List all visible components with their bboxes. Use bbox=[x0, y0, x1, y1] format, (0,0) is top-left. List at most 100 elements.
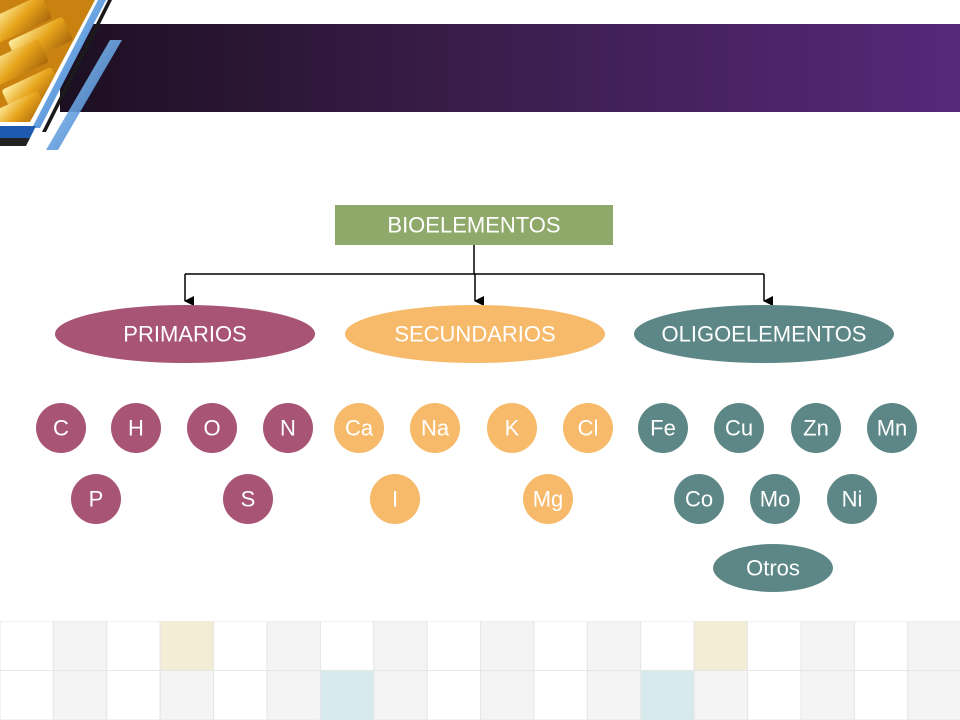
element-label: C bbox=[53, 416, 69, 441]
grid-tile bbox=[533, 670, 588, 720]
element-circle bbox=[487, 403, 537, 453]
element-label: Ni bbox=[842, 487, 863, 512]
element-circle bbox=[674, 474, 724, 524]
element-node-co: Co bbox=[674, 474, 724, 524]
element-circle bbox=[187, 403, 237, 453]
grid-tile bbox=[426, 621, 482, 671]
category-label: SECUNDARIOS bbox=[394, 322, 555, 347]
element-circle bbox=[638, 403, 688, 453]
grid-tile bbox=[693, 621, 749, 671]
element-label: Mo bbox=[760, 487, 791, 512]
element-node-cl: Cl bbox=[563, 403, 613, 453]
grid-tile bbox=[213, 670, 268, 720]
element-label: I bbox=[392, 487, 398, 512]
element-node-n: N bbox=[263, 403, 313, 453]
element-label: O bbox=[203, 416, 220, 441]
grid-tile bbox=[266, 621, 321, 671]
element-label: P bbox=[89, 487, 104, 512]
element-label: K bbox=[505, 416, 520, 441]
grid-tile bbox=[480, 670, 535, 720]
element-label: Na bbox=[421, 416, 450, 441]
element-label: Zn bbox=[803, 416, 829, 441]
category-label: PRIMARIOS bbox=[123, 322, 246, 347]
grid-tile bbox=[800, 670, 855, 720]
grid-tile bbox=[106, 670, 161, 720]
grid-tile bbox=[373, 670, 428, 720]
connector-lines bbox=[184, 245, 773, 306]
element-circle bbox=[223, 474, 273, 524]
grid-tile bbox=[853, 670, 909, 720]
grid-tile bbox=[0, 621, 54, 671]
element-label: Mn bbox=[877, 416, 908, 441]
grid-tile bbox=[907, 670, 960, 720]
element-node-mg: Mg bbox=[523, 474, 573, 524]
grid-tile bbox=[159, 621, 215, 671]
element-node-c: C bbox=[36, 403, 86, 453]
element-circle bbox=[263, 403, 313, 453]
grid-tile bbox=[747, 621, 802, 671]
grid-tile bbox=[693, 670, 749, 720]
grid-tile bbox=[480, 621, 535, 671]
element-label: Fe bbox=[650, 416, 676, 441]
element-label: N bbox=[280, 416, 296, 441]
element-label: H bbox=[128, 416, 144, 441]
category-ellipse bbox=[345, 305, 605, 363]
grid-tile bbox=[319, 670, 375, 720]
category-ellipse bbox=[634, 305, 894, 363]
decorative-tile-grid bbox=[0, 621, 960, 720]
element-circle bbox=[714, 403, 764, 453]
element-circle bbox=[111, 403, 161, 453]
grid-tile bbox=[319, 621, 375, 671]
element-node-cu: Cu bbox=[714, 403, 764, 453]
grid-tile bbox=[640, 670, 695, 720]
category-ellipse bbox=[55, 305, 315, 363]
grid-tile bbox=[52, 621, 108, 671]
element-node-zn: Zn bbox=[791, 403, 841, 453]
element-circle bbox=[867, 403, 917, 453]
category-node-2: SECUNDARIOS bbox=[345, 305, 605, 363]
grid-tile bbox=[426, 670, 482, 720]
element-circle bbox=[36, 403, 86, 453]
element-node-na: Na bbox=[410, 403, 460, 453]
element-node-k: K bbox=[487, 403, 537, 453]
element-label: S bbox=[241, 487, 256, 512]
root-node-box bbox=[335, 205, 613, 245]
grid-tile bbox=[586, 670, 642, 720]
element-label: Co bbox=[685, 487, 713, 512]
category-node-3: OLIGOELEMENTOS bbox=[634, 305, 894, 363]
element-node-o: O bbox=[187, 403, 237, 453]
root-node-label: BIOELEMENTOS bbox=[387, 213, 560, 238]
element-label: Otros bbox=[746, 556, 800, 581]
grid-tile bbox=[213, 621, 268, 671]
element-label: Ca bbox=[345, 416, 374, 441]
grid-tile bbox=[373, 621, 428, 671]
element-circle bbox=[370, 474, 420, 524]
element-node-ni: Ni bbox=[827, 474, 877, 524]
header-bar bbox=[60, 24, 960, 112]
element-node-ca: Ca bbox=[334, 403, 384, 453]
grid-tile bbox=[800, 621, 855, 671]
element-label: Mg bbox=[533, 487, 564, 512]
element-node-otros: Otros bbox=[713, 544, 833, 592]
bioelements-diagram: BIOELEMENTOS PRIMARIOS SECUNDARIOS OLIGOELE… bbox=[36, 205, 917, 592]
element-circle bbox=[750, 474, 800, 524]
element-node-mo: Mo bbox=[750, 474, 800, 524]
category-label: OLIGOELEMENTOS bbox=[662, 322, 867, 347]
element-circle bbox=[410, 403, 460, 453]
element-circle bbox=[523, 474, 573, 524]
element-circle bbox=[334, 403, 384, 453]
grid-tile bbox=[907, 621, 960, 671]
category-node-1: PRIMARIOS bbox=[55, 305, 315, 363]
root-node: BIOELEMENTOS bbox=[335, 205, 613, 245]
element-circle bbox=[563, 403, 613, 453]
element-node-s: S bbox=[223, 474, 273, 524]
element-node-h: H bbox=[111, 403, 161, 453]
grid-tile bbox=[0, 670, 54, 720]
grid-tile bbox=[106, 621, 161, 671]
grid-tile bbox=[586, 621, 642, 671]
element-label: Cl bbox=[578, 416, 599, 441]
element-label: Cu bbox=[725, 416, 753, 441]
grid-tile bbox=[853, 621, 909, 671]
element-node-p: P bbox=[71, 474, 121, 524]
element-pill bbox=[713, 544, 833, 592]
